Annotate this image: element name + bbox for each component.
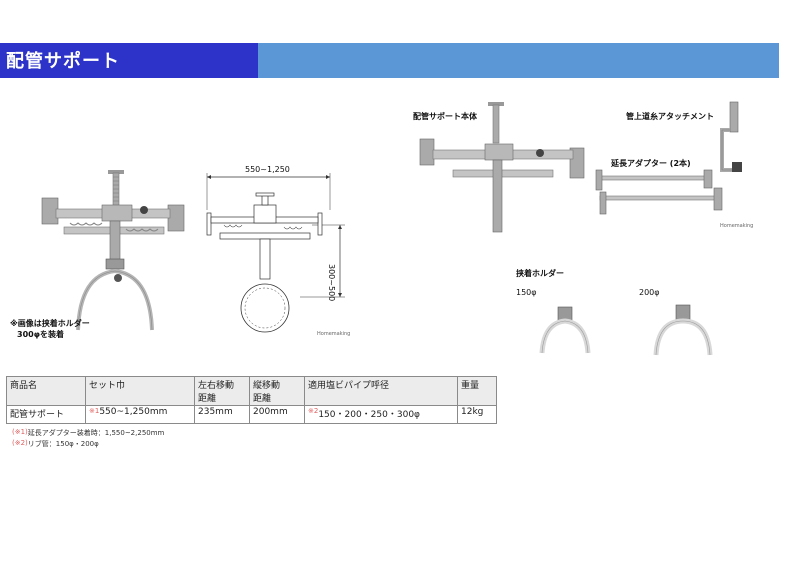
- cell-pipe-size: ※2150・200・250・300φ: [304, 405, 458, 424]
- caption-holder: 挟着ホルダー: [516, 269, 564, 278]
- footnote-1-mark: (※1): [12, 428, 28, 436]
- header-lr-move: 左右移動 距離: [194, 376, 250, 406]
- drawing-height-dimension: 300~500: [327, 264, 336, 302]
- header-set-width: セット巾: [85, 376, 195, 406]
- header-v-move: 縦移動 距離: [249, 376, 305, 406]
- watermark-homemaking-1: Homemaking: [317, 331, 351, 337]
- main-photo-note-line2: 300φを装着: [17, 330, 64, 339]
- spec-table: 商品名 セット巾 左右移動 距離 縦移動 距離 適用塩ビパイプ呼径 重量 配管サ…: [6, 376, 497, 424]
- watermark-homemaking-2: Homemaking: [720, 223, 754, 229]
- main-photo-note: ※画像は挟着ホルダー 300φを装着: [10, 318, 90, 340]
- product-photo-extension: [595, 169, 723, 215]
- cell-product-name: 配管サポート: [6, 405, 86, 424]
- technical-drawing: [206, 173, 345, 333]
- page-title: 配管サポート: [6, 51, 120, 72]
- section-header-bar: 配管サポート: [0, 43, 779, 78]
- cell-lr-move: 235mm: [194, 405, 250, 424]
- header-product-name: 商品名: [6, 376, 86, 406]
- holder-size-150: 150φ: [516, 288, 537, 297]
- header-pipe-size: 適用塩ビパイプ呼径: [304, 376, 458, 406]
- footnote-1-text: 延長アダプター装着時：1,550~2,250mm: [27, 429, 165, 437]
- footnote-1: (※1)延長アダプター装着時：1,550~2,250mm: [12, 428, 164, 438]
- holder-photo-150: [539, 306, 591, 354]
- drawing-width-dimension: 550~1,250: [245, 165, 290, 174]
- footnote-2-mark: (※2): [12, 439, 28, 447]
- footnote-2-text: リブ管：150φ・200φ: [27, 440, 99, 448]
- mark-1: ※1: [89, 407, 100, 415]
- footnote-2: (※2)リブ管：150φ・200φ: [12, 439, 99, 449]
- caption-extension-adapter: 延長アダプター (2本): [611, 159, 691, 168]
- caption-support-body: 配管サポート本体: [413, 112, 477, 121]
- mark-2: ※2: [308, 407, 319, 415]
- holder-size-200: 200φ: [639, 288, 660, 297]
- main-photo-note-line1: ※画像は挟着ホルダー: [10, 319, 90, 328]
- product-photo-main: [41, 170, 185, 331]
- caption-attachment: 管上道糸アタッチメント: [626, 112, 714, 121]
- spec-table-header-row: 商品名 セット巾 左右移動 距離 縦移動 距離 適用塩ビパイプ呼径 重量: [6, 376, 497, 406]
- header-weight: 重量: [457, 376, 497, 406]
- cell-set-width-value: 550~1,250mm: [99, 407, 168, 417]
- table-row: 配管サポート ※1550~1,250mm 235mm 200mm ※2150・2…: [6, 405, 497, 424]
- product-photo-attachment: [720, 101, 742, 172]
- cell-weight: 12kg: [457, 405, 497, 424]
- product-photo-body: [419, 102, 585, 233]
- holder-photo-200: [653, 304, 713, 356]
- cell-v-move: 200mm: [249, 405, 305, 424]
- cell-set-width: ※1550~1,250mm: [85, 405, 195, 424]
- cell-pipe-size-value: 150・200・250・300φ: [318, 410, 420, 420]
